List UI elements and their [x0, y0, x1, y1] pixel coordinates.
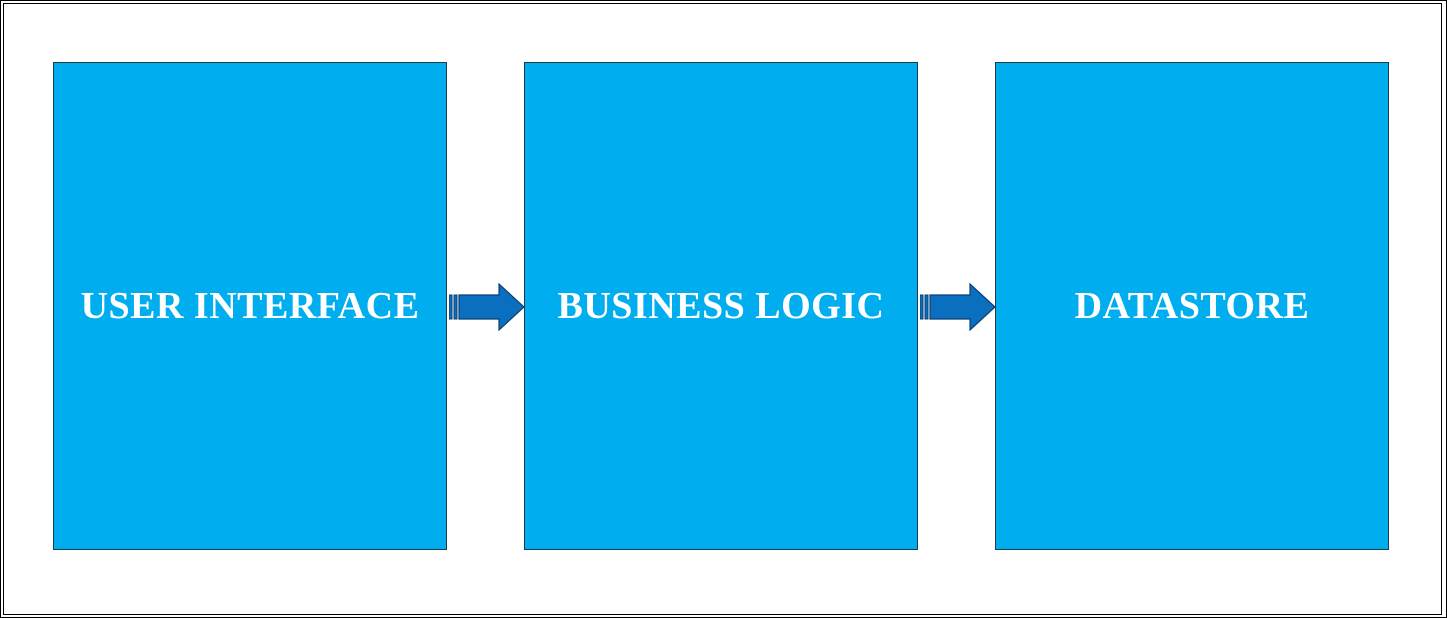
node-user-interface-label: USER INTERFACE	[80, 285, 420, 327]
node-business-logic-label: BUSINESS LOGIC	[557, 285, 885, 327]
arrow-ui-to-business-logic-icon	[449, 283, 525, 331]
diagram-inner-frame	[3, 3, 1442, 615]
node-user-interface: USER INTERFACE	[53, 62, 447, 550]
node-business-logic: BUSINESS LOGIC	[524, 62, 918, 550]
node-datastore: DATASTORE	[995, 62, 1389, 550]
node-datastore-label: DATASTORE	[1074, 285, 1310, 327]
arrow-business-logic-to-datastore-icon	[920, 283, 996, 331]
